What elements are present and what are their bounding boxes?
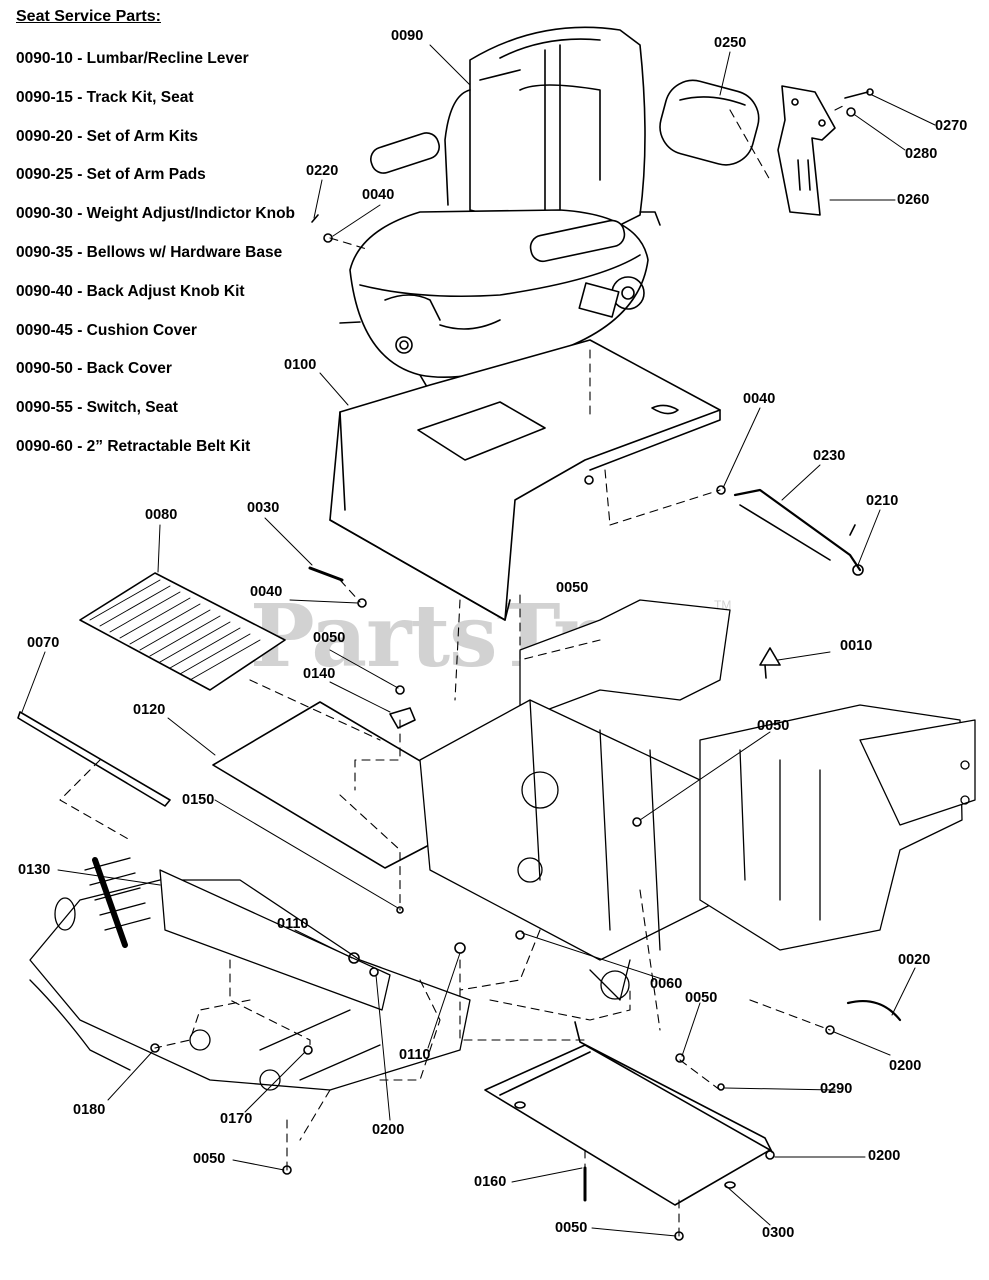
- seat-pan: [329, 339, 721, 621]
- callout-0180: 0180: [73, 1102, 106, 1118]
- callout-0140: 0140: [303, 666, 336, 682]
- callout-0040-seat: 0040: [362, 187, 395, 203]
- service-part-item: 0090-50 - Back Cover: [16, 360, 172, 378]
- service-part-item: 0090-15 - Track Kit, Seat: [16, 88, 194, 106]
- callout-0050-bottom: 0050: [555, 1220, 588, 1236]
- headrest-bracket: [777, 85, 836, 216]
- callout-0010: 0010: [840, 638, 873, 654]
- seat-service-parts-list: Seat Service Parts: 0090-10 - Lumbar/Rec…: [16, 8, 316, 477]
- callout-0280: 0280: [905, 146, 938, 162]
- headrest: [659, 79, 760, 166]
- service-part-item: 0090-55 - Switch, Seat: [16, 399, 178, 417]
- callout-0050-frame: 0050: [757, 718, 790, 734]
- callout-0040-arm: 0040: [743, 391, 776, 407]
- callout-0260: 0260: [897, 192, 930, 208]
- service-parts-title: Seat Service Parts:: [16, 8, 161, 25]
- callout-0050-bottom-left: 0050: [193, 1151, 226, 1167]
- callout-0080: 0080: [145, 507, 178, 523]
- callout-0250: 0250: [714, 35, 747, 51]
- callout-0220: 0220: [306, 163, 339, 179]
- callout-0100: 0100: [284, 357, 317, 373]
- callout-0020: 0020: [898, 952, 931, 968]
- callout-0200-right: 0200: [889, 1058, 922, 1074]
- callout-0130: 0130: [18, 862, 51, 878]
- callout-0200-bottom: 0200: [868, 1148, 901, 1164]
- service-part-item: 0090-60 - 2” Retractable Belt Kit: [16, 437, 251, 455]
- side-panel: [17, 711, 171, 807]
- callout-0170: 0170: [220, 1111, 253, 1127]
- callout-0050-knob: 0050: [313, 630, 346, 646]
- callout-0300: 0300: [762, 1225, 795, 1241]
- service-part-item: 0090-20 - Set of Arm Kits: [16, 127, 199, 145]
- suspension-assembly: [29, 857, 471, 1091]
- callout-0050-pan: 0050: [556, 580, 589, 596]
- seat-assembly: [339, 26, 661, 393]
- service-part-item: 0090-40 - Back Adjust Knob Kit: [16, 282, 245, 300]
- callout-0040-bolt: 0040: [250, 584, 283, 600]
- service-part-item: 0090-45 - Cushion Cover: [16, 321, 197, 339]
- callout-0200-mid: 0200: [372, 1122, 405, 1138]
- callout-0270: 0270: [935, 118, 968, 134]
- callout-0070: 0070: [27, 635, 60, 651]
- callout-0110-left: 0110: [277, 916, 309, 932]
- service-part-item: 0090-25 - Set of Arm Pads: [16, 166, 206, 184]
- callout-0120: 0120: [133, 702, 166, 718]
- callout-0050-plate: 0050: [685, 990, 718, 1006]
- callout-0230: 0230: [813, 448, 846, 464]
- service-part-item: 0090-35 - Bellows w/ Hardware Base: [16, 243, 283, 261]
- callout-0290: 0290: [820, 1081, 853, 1097]
- callout-0060: 0060: [650, 976, 683, 992]
- callout-0110-mid: 0110: [399, 1047, 431, 1063]
- callout-0160: 0160: [474, 1174, 507, 1190]
- callout-0090: 0090: [391, 28, 424, 44]
- floor-mat: [79, 572, 286, 691]
- service-part-item: 0090-10 - Lumbar/Recline Lever: [16, 50, 249, 67]
- callout-0030: 0030: [247, 500, 280, 516]
- service-part-item: 0090-30 - Weight Adjust/Indictor Knob: [16, 205, 296, 223]
- chassis-frame: [419, 599, 976, 1001]
- bottom-plate: [484, 1044, 771, 1206]
- callout-0150: 0150: [182, 792, 215, 808]
- callout-0210: 0210: [866, 493, 899, 509]
